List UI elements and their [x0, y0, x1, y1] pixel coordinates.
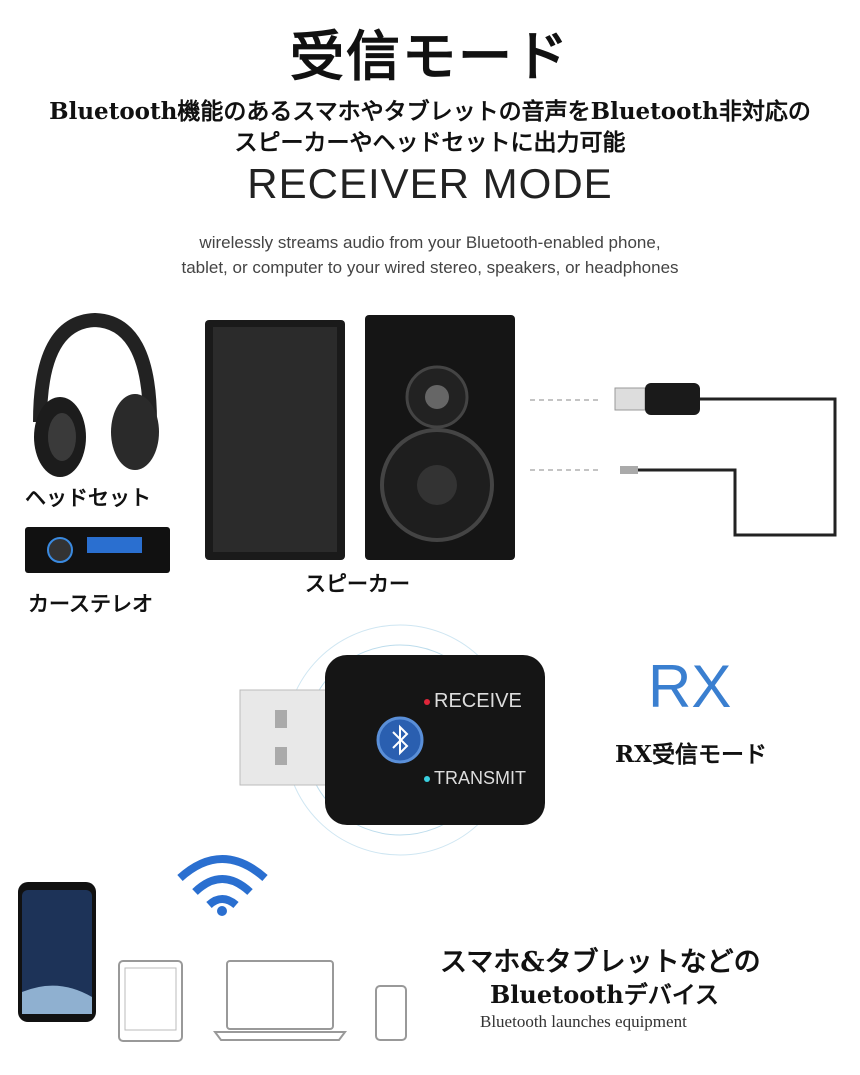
- transmit-label: TRANSMIT: [434, 768, 526, 788]
- english-line-2: tablet, or computer to your wired stereo…: [181, 258, 679, 277]
- sources-label-line-2: Bluetoothデバイス: [490, 980, 720, 1009]
- headphones-image: [33, 312, 159, 477]
- sources-label-line-1: スマホ&タブレットなどの: [440, 947, 761, 978]
- phone-icon: [375, 985, 407, 1041]
- mode-label: RX受信モード: [615, 741, 767, 768]
- tablet-icon: [118, 960, 183, 1042]
- speakers-image: [205, 315, 515, 560]
- wifi-icon: [177, 855, 268, 916]
- car-stereo-image: [25, 527, 170, 573]
- sources-label-english: Bluetooth launches equipment: [480, 1012, 687, 1031]
- transmit-indicator: TRANSMIT: [424, 768, 526, 789]
- english-title: RECEIVER MODE: [247, 160, 613, 207]
- receive-label: RECEIVE: [434, 690, 522, 712]
- speaker-label: スピーカー: [305, 571, 410, 596]
- transmit-led-icon: [424, 775, 430, 782]
- subtitle-line-1: Bluetooth機能のあるスマホやタブレットの音声をBluetooth非対応の: [49, 98, 811, 125]
- receive-indicator: RECEIVE: [424, 690, 522, 713]
- laptop-icon: [213, 960, 347, 1041]
- english-line-1: wirelessly streams audio from your Bluet…: [199, 233, 661, 252]
- bluetooth-dongle-image: [239, 624, 545, 856]
- page-title: 受信モード: [290, 24, 570, 88]
- car-stereo-label: カーステレオ: [28, 591, 153, 616]
- receive-led-icon: [424, 698, 430, 705]
- connection-diagram: [530, 383, 837, 537]
- smartphone-image: [18, 882, 96, 1022]
- mode-code: RX: [648, 653, 732, 720]
- headset-label: ヘッドセット: [25, 485, 151, 510]
- subtitle-line-2: スピーカーやヘッドセットに出力可能: [234, 129, 626, 156]
